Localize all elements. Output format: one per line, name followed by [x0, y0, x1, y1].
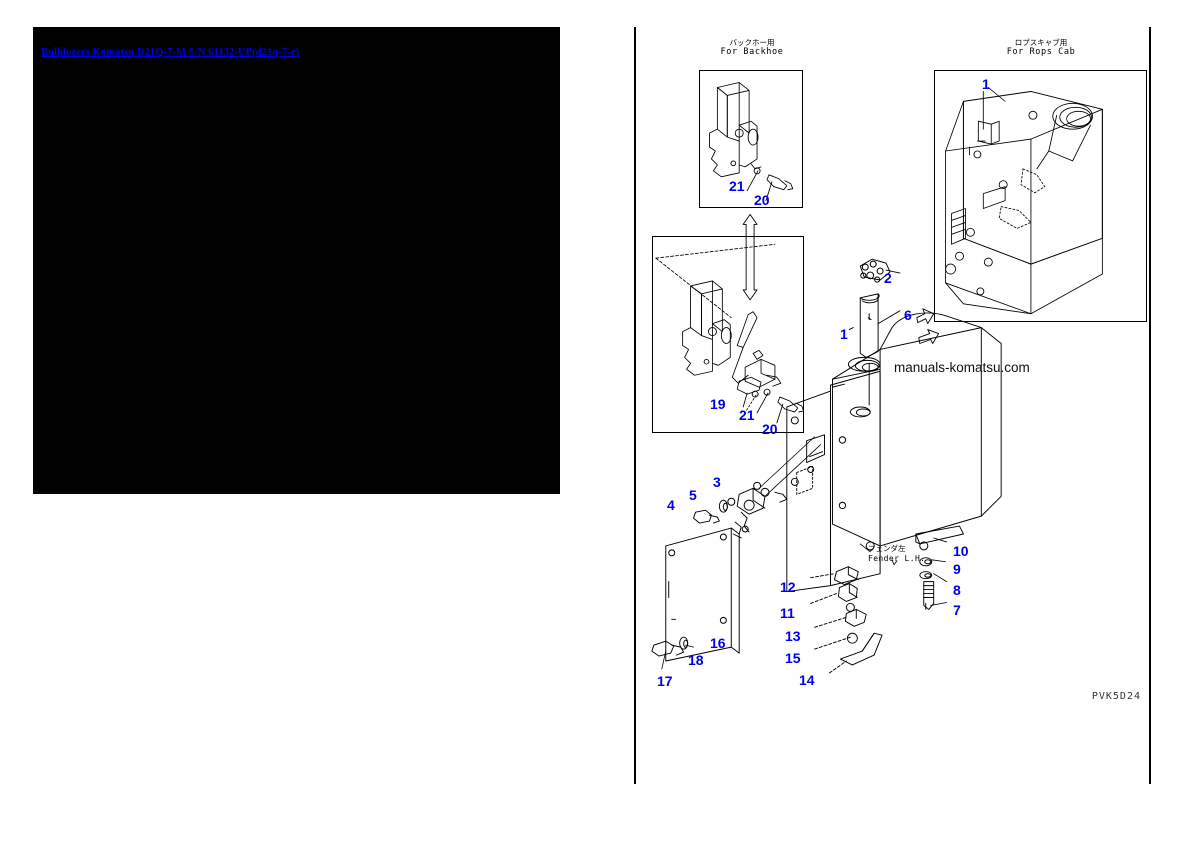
callout-number[interactable]: 20	[754, 192, 770, 208]
drawing-code: PVK5D24	[1091, 691, 1141, 702]
inset-frame-lower-left	[652, 236, 804, 433]
callout-number[interactable]: 8	[953, 582, 961, 598]
callout-number[interactable]: 6	[904, 307, 912, 323]
caption-rops-jp: ロプスキャブ用	[1014, 38, 1068, 47]
inset-frame-rops-cab	[934, 70, 1147, 322]
caption-fender-lh: フェンダ左 Fender L.H.	[868, 544, 926, 563]
callout-number[interactable]: 7	[953, 602, 961, 618]
caption-rops-en: For Rops Cab	[1006, 46, 1076, 57]
callout-number[interactable]: 14	[799, 672, 815, 688]
callout-number[interactable]: 2	[884, 270, 892, 286]
inset-frame-backhoe	[699, 70, 803, 208]
page-title-link[interactable]: Bulldozers Komatsu D21Q-7-M S/N 61132-UP…	[41, 47, 300, 58]
callout-number[interactable]: 1	[982, 76, 990, 92]
watermark-text: manuals-komatsu.com	[894, 360, 1030, 375]
callout-number[interactable]: 10	[953, 543, 969, 559]
callout-number[interactable]: 21	[739, 407, 755, 423]
callout-number[interactable]: 1	[840, 326, 848, 342]
callout-number[interactable]: 11	[780, 605, 795, 621]
callout-number[interactable]: 16	[710, 635, 726, 651]
callout-number[interactable]: 12	[780, 579, 796, 595]
caption-fender-jp: フェンダ左	[868, 544, 906, 553]
callout-number[interactable]: 21	[729, 178, 745, 194]
caption-for-rops-cab: ロプスキャブ用 For Rops Cab	[988, 38, 1094, 57]
caption-backhoe-en: For Backhoe	[720, 46, 784, 57]
caption-fender-en: Fender L.H.	[868, 553, 926, 563]
image-placeholder-panel: Bulldozers Komatsu D21Q-7-M S/N 61132-UP…	[33, 27, 560, 494]
callout-number[interactable]: 3	[713, 474, 721, 490]
callout-number[interactable]: 19	[710, 396, 726, 412]
callout-number[interactable]: 20	[762, 421, 778, 437]
parts-diagram-sheet: バックホー用 For Backhoe ロプスキャブ用 For Rops Cab …	[634, 27, 1151, 784]
callout-number[interactable]: 9	[953, 561, 961, 577]
callout-number[interactable]: 17	[657, 673, 673, 689]
caption-backhoe-jp: バックホー用	[729, 38, 775, 47]
callout-number[interactable]: 13	[785, 628, 801, 644]
callout-number[interactable]: 15	[785, 650, 801, 666]
callout-number[interactable]: 5	[689, 487, 697, 503]
callout-number[interactable]: 4	[667, 497, 675, 513]
caption-for-backhoe: バックホー用 For Backhoe	[704, 38, 800, 57]
callout-number[interactable]: 18	[688, 652, 704, 668]
